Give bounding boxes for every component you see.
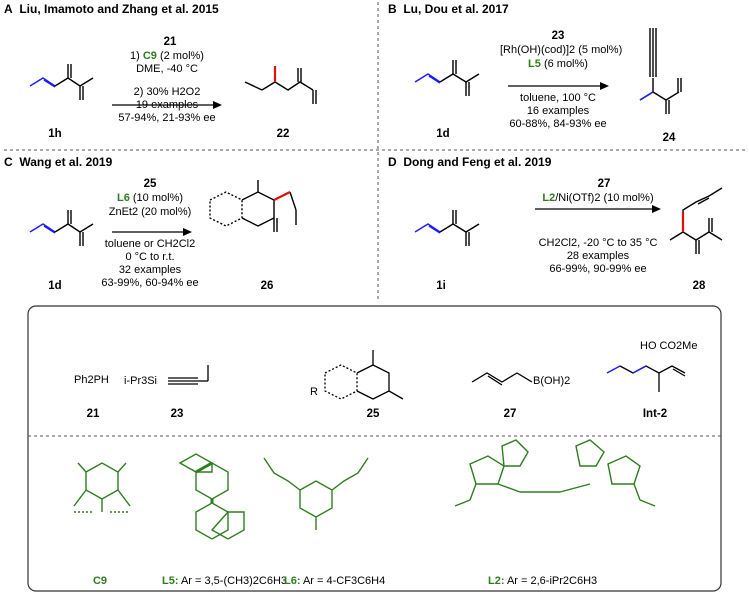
product-28-label: 28 [692, 280, 706, 292]
panel-c-ligand: L6 (10 mol%) [116, 192, 184, 204]
panel-c-examples: 32 examples [118, 264, 182, 276]
panel-a-examples: 19 examples [135, 99, 199, 111]
ligand-l2-label: L2: Ar = 2,6-iPr2C6H3 [488, 575, 598, 587]
int-2-formula: HO CO2Me [640, 340, 698, 352]
product-24-label: 24 [662, 132, 676, 144]
panel-b-title: B Lu, Dou et al. 2017 [388, 2, 509, 16]
product-22-label: 22 [276, 128, 290, 140]
reagent-21-label: 21 [86, 408, 100, 420]
panel-d-catalyst: L2/Ni(OTf)2 (10 mol%) [542, 192, 654, 204]
reagent-23-label: 23 [170, 408, 184, 420]
ligand-c9-label: C9 [92, 575, 108, 587]
sm-1d-label: 1d [436, 128, 450, 140]
panel-b-yields: 60-88%, 84-93% ee [509, 118, 607, 130]
reagent-23-formula: i-Pr3Si [124, 375, 158, 387]
product-26 [209, 180, 297, 232]
panel-d-solvent: CH2Cl2, -20 °C to 35 °C [538, 237, 658, 249]
ligand-l6-label: L6: Ar = 4-CF3C6H4 [284, 575, 386, 587]
panel-d-examples: 28 examples [566, 250, 630, 262]
reagent-27-formula: B(OH)2 [533, 375, 571, 387]
reagent-25-label: 25 [366, 408, 380, 420]
sm-1d-label-c: 1d [48, 280, 62, 292]
panel-d-title: D Dong and Feng et al. 2019 [388, 155, 552, 169]
panel-a-cond-3: 2) 30% H2O2 [133, 86, 201, 98]
reagent-23-number: 23 [551, 30, 565, 42]
substrate-1h [29, 77, 56, 88]
reagent-25-formula: R [310, 386, 318, 398]
ligand-l5-label: L5: Ar = 3,5-(CH3)2C6H3 [162, 575, 288, 587]
product-22 [244, 68, 317, 104]
reagent-21-formula: Ph2PH [74, 374, 109, 386]
panel-b-ligand: L5 (6 mol%) [528, 58, 588, 70]
product-28 [669, 187, 723, 254]
panel-b-examples: 16 examples [526, 105, 590, 117]
reagent-27-label: 27 [503, 408, 517, 420]
sm-1h-label: 1h [48, 128, 62, 140]
panel-b-solvent: toluene, 100 °C [520, 92, 596, 104]
int-2-label: Int-2 [642, 408, 668, 420]
panel-c-title: C Wang et al. 2019 [4, 155, 113, 169]
panel-a-yields: 57-94%, 21-93% ee [118, 112, 216, 124]
panel-a-cond-1: 1) C9 (2 mol%) [130, 50, 204, 62]
panel-d-yields: 66-99%, 90-99% ee [549, 263, 647, 275]
product-26-label: 26 [260, 280, 274, 292]
reagent-27-number: 27 [597, 178, 611, 190]
panel-c-temp: 0 °C to r.t. [125, 251, 175, 263]
reagent-25-number: 25 [143, 178, 157, 190]
sm-1i-label: 1i [436, 280, 446, 292]
product-24 [639, 28, 682, 114]
panel-c-solvent: toluene or CH2Cl2 [104, 238, 196, 250]
panel-a-title: A Liu, Imamoto and Zhang et al. 2015 [4, 2, 219, 16]
panel-c-zn: ZnEt2 (20 mol%) [108, 206, 192, 218]
reagent-21-number: 21 [163, 36, 177, 48]
panel-c-yields: 63-99%, 60-94% ee [101, 277, 199, 289]
panel-a-cond-2: DME, -40 °C [136, 63, 198, 75]
reagent-box [27, 305, 722, 592]
panel-b-cat: [Rh(OH)(cod)]2 (5 mol%) [500, 44, 623, 56]
